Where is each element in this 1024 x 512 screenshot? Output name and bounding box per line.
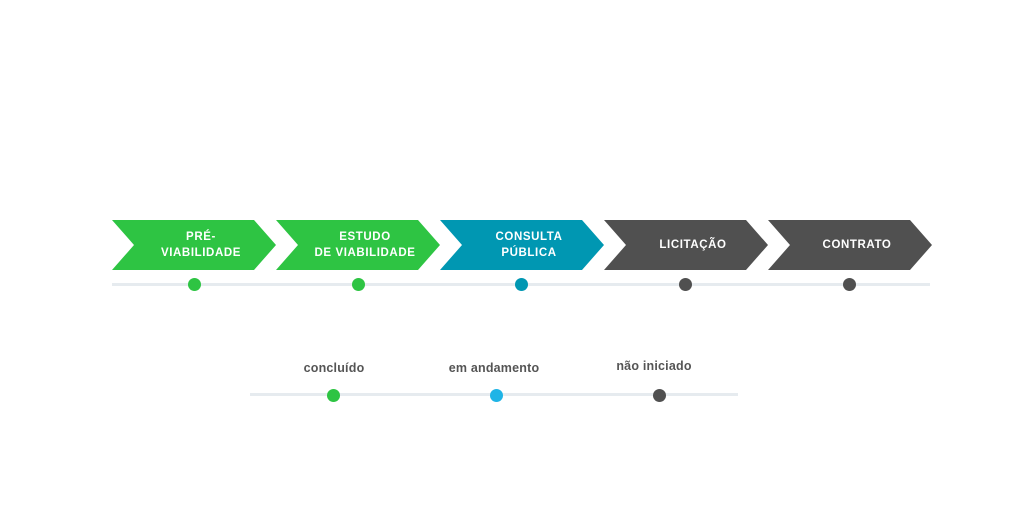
stage-label: ESTUDO DE VIABILIDADE <box>314 231 416 259</box>
status-dot-licitacao <box>679 278 692 291</box>
stage-pre-viabilidade: PRÉ- VIABILIDADE <box>112 220 276 270</box>
stage-licitacao: LICITAÇÃO <box>604 220 768 270</box>
legend-dot-nao-iniciado <box>653 389 666 402</box>
legend-dot-em-andamento <box>490 389 503 402</box>
stage-contrato: CONTRATO <box>768 220 932 270</box>
stage-estudo-de-viabilidade: ESTUDO DE VIABILIDADE <box>276 220 440 270</box>
stage-label: LICITAÇÃO <box>659 239 727 251</box>
status-dot-consulta-publica <box>515 278 528 291</box>
stage-label: PRÉ- VIABILIDADE <box>160 231 242 259</box>
stage-label: CONTRATO <box>822 239 892 251</box>
legend-label-nao-iniciado: não iniciado <box>616 359 692 373</box>
stage-label: CONSULTA PÚBLICA <box>495 231 563 259</box>
legend-label-em-andamento: em andamento <box>448 361 540 375</box>
status-dot-estudo-de-viabilidade <box>352 278 365 291</box>
legend-dot-concluido <box>327 389 340 402</box>
status-dot-pre-viabilidade <box>188 278 201 291</box>
stage-consulta-publica: CONSULTA PÚBLICA <box>440 220 604 270</box>
legend-label-concluido: concluído <box>303 361 365 375</box>
status-dot-contrato <box>843 278 856 291</box>
